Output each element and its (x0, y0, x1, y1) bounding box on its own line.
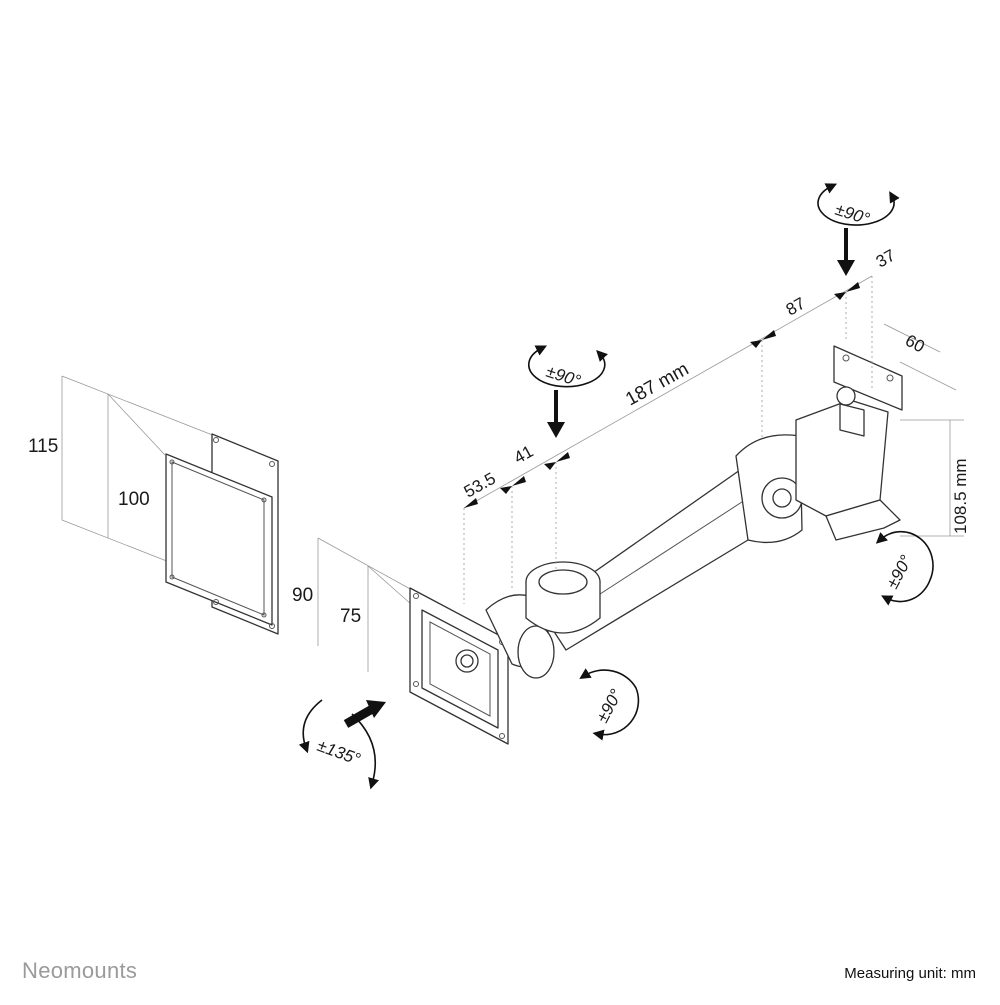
label-vesa-100: 100 (118, 489, 150, 510)
direction-arrow-icon (343, 228, 855, 728)
label-dim-37: 37 (873, 246, 899, 272)
label-rotation-135: ±135° (315, 736, 363, 769)
vesa-plate-small (317, 537, 509, 745)
label-dim-187: 187 mm (622, 359, 692, 411)
label-dim-108-5: 108.5 mm (951, 458, 970, 534)
vesa-plate-large (61, 375, 279, 635)
label-dim-53-5: 53.5 (461, 469, 499, 502)
measuring-unit-note: Measuring unit: mm (844, 965, 976, 982)
label-dim-41: 41 (511, 442, 537, 468)
brand-logo: Neomounts (22, 958, 138, 983)
label-vesa-115: 115 (28, 436, 58, 457)
label-dim-87: 87 (783, 294, 809, 320)
mount-arm (485, 345, 903, 679)
label-vesa-75: 75 (340, 606, 361, 627)
label-rotation-wall-side: ±90° (883, 552, 916, 592)
label-vesa-90: 90 (292, 585, 313, 606)
rotation-arrow-icon (298, 183, 934, 790)
dimension-lines (463, 275, 964, 604)
label-rotation-tilt: ±90° (593, 686, 626, 726)
